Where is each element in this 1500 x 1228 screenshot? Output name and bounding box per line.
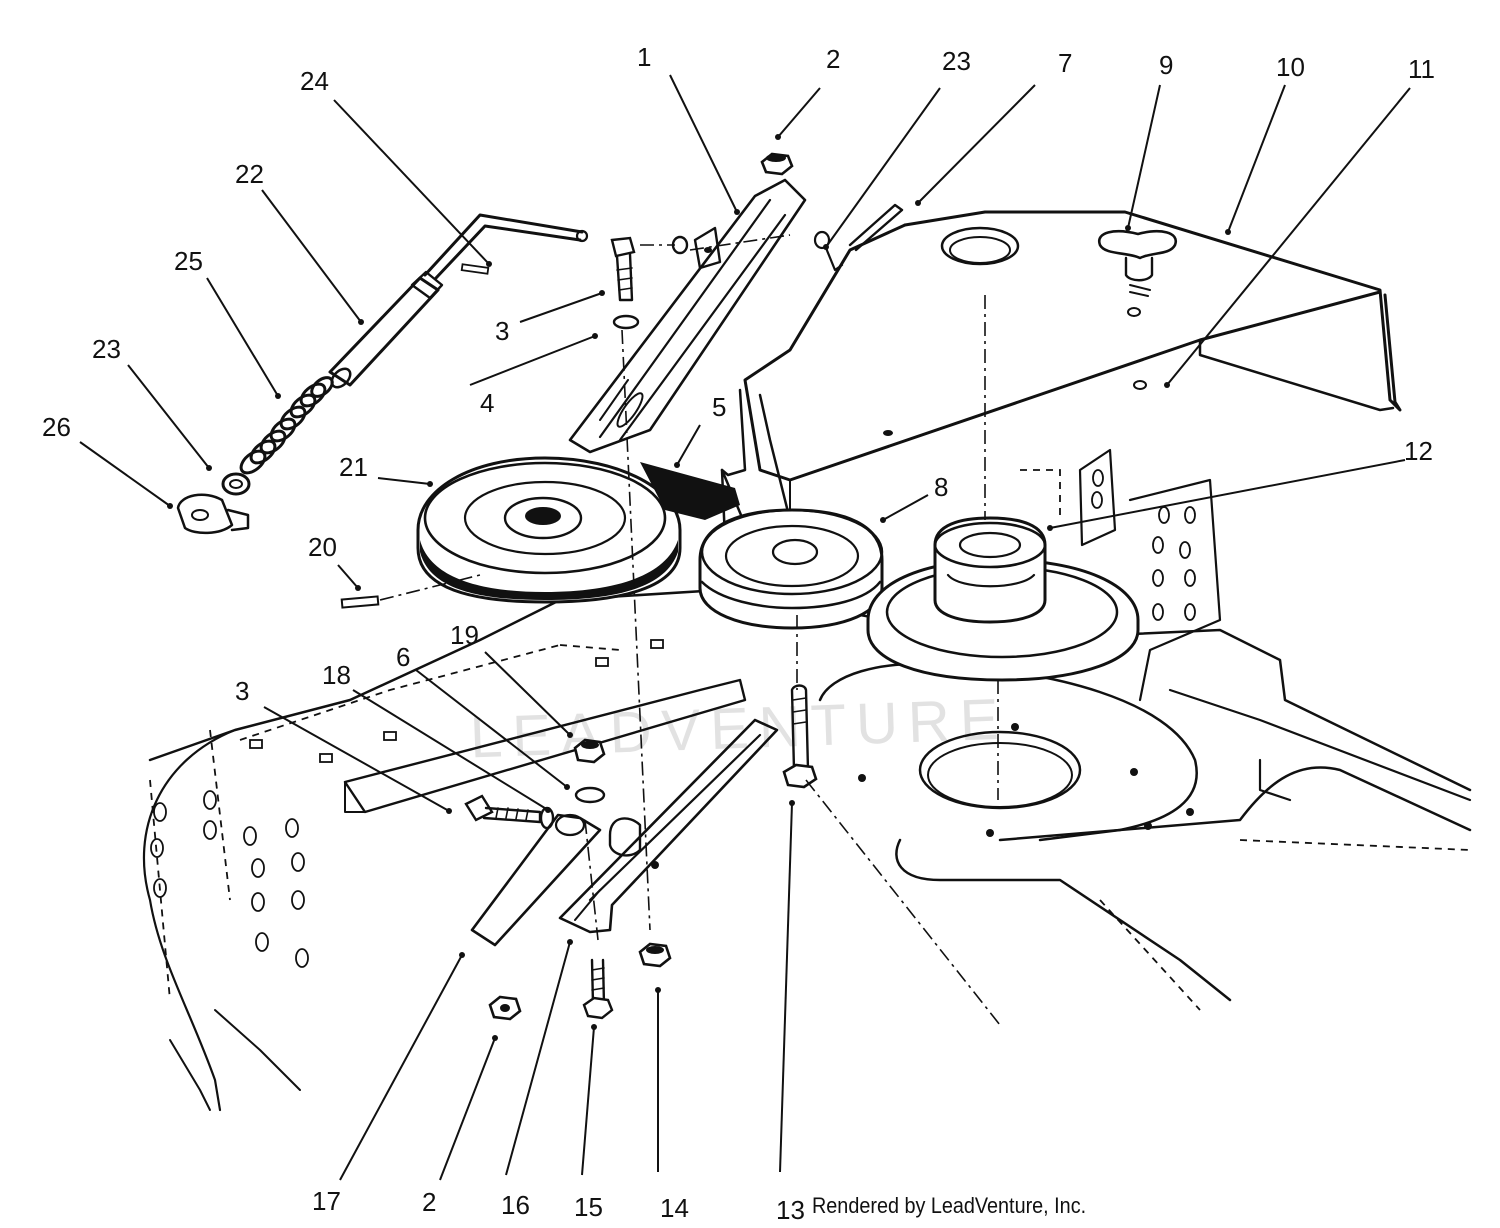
callout-10: 10: [1276, 52, 1305, 82]
callout-1: 1: [637, 42, 651, 72]
callout-15: 15: [574, 1192, 603, 1222]
lower-arm: [470, 813, 642, 947]
spindle-bolt: [782, 684, 818, 789]
callout-14: 14: [660, 1193, 689, 1223]
callout-6: 6: [396, 642, 410, 672]
cotter-pin: [848, 203, 904, 252]
render-credit: Rendered by LeadVenture, Inc.: [812, 1193, 1087, 1218]
callout-labels: 1 2 3 4 5 6 7 8 9 10 11 12 13 14 15 16 1…: [42, 42, 1435, 1225]
wing-knob: [1097, 230, 1178, 317]
callout-2-lower: 2: [422, 1187, 436, 1217]
drive-belt: [640, 462, 740, 520]
lower-nut-14: [638, 942, 672, 968]
callout-12: 12: [1404, 436, 1433, 466]
callout-11: 11: [1408, 54, 1435, 84]
idler-pulley: [698, 508, 884, 630]
lower-nut-2: [488, 995, 522, 1021]
callout-7: 7: [1058, 48, 1072, 78]
callout-21: 21: [339, 452, 368, 482]
callout-2: 2: [826, 44, 840, 74]
upper-pivot-bracket: [568, 178, 807, 454]
drive-pulley: [416, 456, 682, 604]
upper-bolt: [610, 236, 636, 302]
upper-nut: [760, 152, 794, 176]
upper-washer: [612, 314, 640, 330]
leader-dots: [167, 134, 1231, 1041]
lower-bolt-15: [582, 958, 614, 1020]
spindle-pulley: [866, 516, 1140, 682]
callout-3: 3: [495, 316, 509, 346]
callout-24: 24: [300, 66, 329, 96]
leader-lines: [79, 74, 1411, 1181]
callout-22: 22: [235, 159, 264, 189]
washer-left: [221, 472, 251, 496]
lower-bracket: [558, 718, 779, 934]
spacer-washer: [574, 786, 606, 804]
lower-nut-19: [573, 738, 606, 764]
callout-16: 16: [501, 1190, 530, 1220]
callout-26: 26: [42, 412, 71, 442]
callout-19: 19: [450, 620, 479, 650]
callout-23-left: 23: [92, 334, 121, 364]
right-washer: [1133, 380, 1147, 390]
callout-20: 20: [308, 532, 337, 562]
callout-3-lower: 3: [235, 676, 249, 706]
adjuster-nut: [176, 493, 250, 535]
spring: [239, 376, 334, 475]
key: [340, 595, 380, 609]
callout-4: 4: [480, 388, 494, 418]
callout-9: 9: [1159, 50, 1173, 80]
tension-rod: [423, 213, 589, 280]
callout-23: 23: [942, 46, 971, 76]
callout-18: 18: [322, 660, 351, 690]
threaded-rod: [328, 270, 444, 389]
callout-5: 5: [712, 392, 726, 422]
callout-25: 25: [174, 246, 203, 276]
callout-8: 8: [934, 472, 948, 502]
callout-17: 17: [312, 1186, 341, 1216]
callout-13: 13: [776, 1195, 805, 1225]
